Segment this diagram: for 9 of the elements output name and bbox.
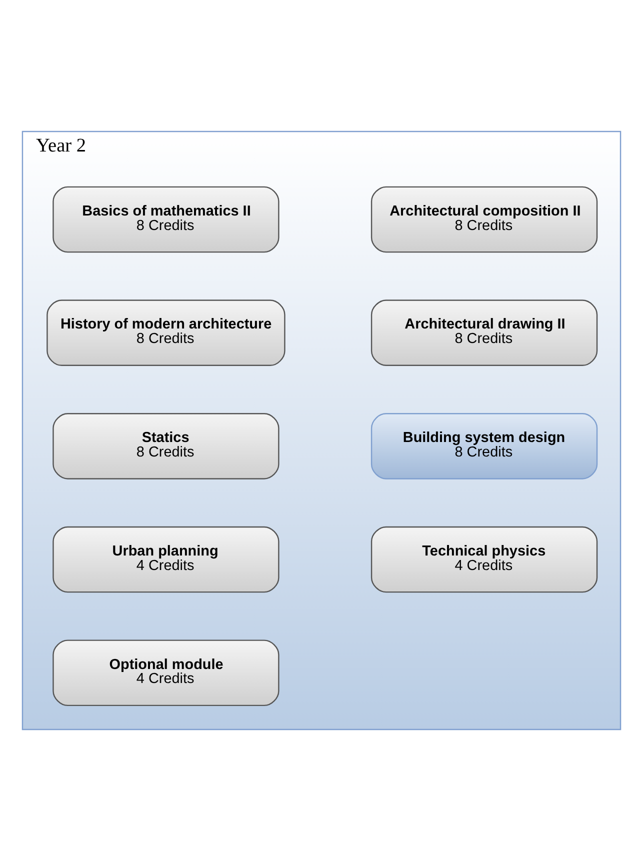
node-box: Basics of mathematics II 8 Credits (52, 186, 280, 253)
node-box: Architectural composition II 8 Credits (370, 186, 598, 253)
node-box: Optional module 4 Credits (52, 640, 280, 706)
node-box: Statics 8 Credits (52, 413, 280, 480)
node-box: Technical physics 4 Credits (370, 526, 598, 593)
node-box: Urban planning 4 Credits (52, 526, 280, 593)
node-box: Building system design 8 Credits (370, 413, 598, 480)
node-box: History of modern architecture 8 Credits (46, 300, 286, 366)
node-box: Architectural drawing II 8 Credits (370, 300, 598, 366)
